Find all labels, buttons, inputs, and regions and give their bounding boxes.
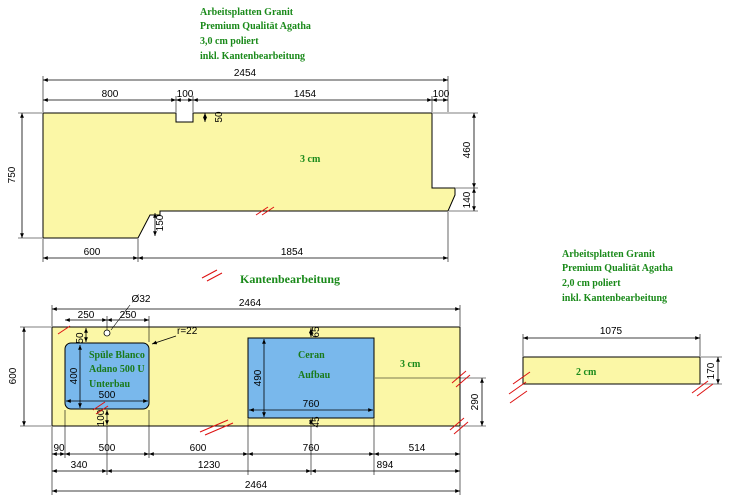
dim-600-height: 600 [8,367,19,384]
dim-290: 290 [470,393,481,410]
dim-140: 140 [462,191,473,208]
legend-edge-processing: Kantenbearbeitung [201,269,340,286]
dim-1454: 1454 [294,89,317,100]
sink-label-1: Spüle Blanco [89,350,145,361]
slab-2: Spüle Blanco Adano 500 U Unterbau Ceran … [8,294,486,495]
sink-cutout [64,342,150,410]
slab-3: 2 cm 1075 170 [508,326,722,404]
dim-250b: 250 [120,310,137,321]
dim-hob-bottom-45: 45 [311,416,322,428]
dim-170: 170 [706,362,717,379]
legend-label: Kantenbearbeitung [240,272,340,286]
spec-right-line1: Arbeitsplatten Granit [562,249,656,260]
spec-right-line2: Premium Qualität Agatha [562,263,673,274]
dim-tap-hole: Ø32 [132,294,151,305]
slab-3-thickness: 2 cm [576,367,597,378]
dim-c1230: 1230 [198,460,221,471]
spec-note-top: Arbeitsplatten Granit Premium Qualität A… [200,7,311,62]
slab-3-outline [522,356,701,385]
dim-b600: 600 [190,443,207,454]
spec-note-right: Arbeitsplatten Granit Premium Qualität A… [562,249,673,304]
tap-hole [103,329,111,337]
spec-top-line3: 3,0 cm poliert [200,36,259,47]
dim-2464-bottom: 2464 [245,480,268,491]
sink-label-3: Unterbau [89,379,131,390]
hob-label-1: Ceran [298,350,325,361]
dim-sink-500: 500 [99,390,116,401]
dim-c894: 894 [377,460,394,471]
dim-sink-400: 400 [69,367,80,384]
dim-600: 600 [84,247,101,258]
dim-1854: 1854 [281,247,304,258]
dim-100b: 100 [433,89,450,100]
hob-cutout [247,337,375,419]
dim-2464-top: 2464 [239,298,262,309]
dim-460: 460 [462,141,473,158]
spec-top-line4: inkl. Kantenbearbeitung [200,51,305,62]
spec-right-line4: inkl. Kantenbearbeitung [562,293,667,304]
sink-label-2: Adano 500 U [89,364,145,375]
dim-hob-490: 490 [253,369,264,386]
spec-top-line1: Arbeitsplatten Granit [200,7,294,18]
dim-b514: 514 [409,443,426,454]
dim-50-notch: 50 [214,111,225,123]
dim-hob-760: 760 [303,399,320,410]
dim-750: 750 [7,166,18,183]
slab-1-thickness: 3 cm [300,154,321,165]
dim-sink-top-50: 50 [75,332,86,344]
slab-1: 3 cm 2454 800 100 1454 100 50 750 460 14… [7,68,478,262]
dim-hob-top-65: 65 [311,326,322,338]
dim-250a: 250 [78,310,95,321]
dim-2454: 2454 [234,68,257,79]
spec-top-line2: Premium Qualität Agatha [200,21,311,32]
spec-right-line3: 2,0 cm poliert [562,278,621,289]
slab-1-outline [42,112,456,239]
dim-b500: 500 [99,443,116,454]
hob-label-2: Aufbau [298,370,331,381]
slab-2-thickness: 3 cm [400,359,421,370]
dim-100a: 100 [177,89,194,100]
dim-800: 800 [102,89,119,100]
dim-c340: 340 [71,460,88,471]
dim-radius: r=22 [177,326,198,337]
dim-b90: 90 [53,443,65,454]
dim-sink-bottom-100: 100 [96,409,107,426]
dim-1075: 1075 [600,326,623,337]
dim-150: 150 [155,214,166,231]
